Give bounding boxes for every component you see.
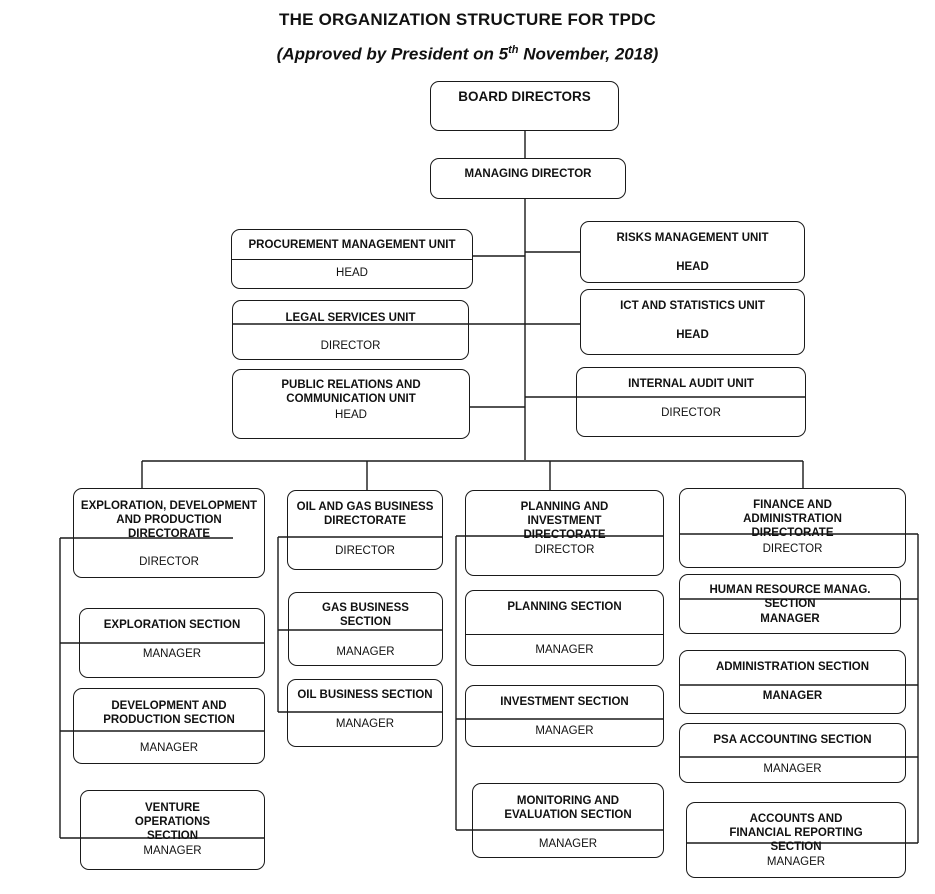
monitoring-evaluation-section-role: MANAGER bbox=[538, 838, 598, 850]
pi-directorate-box: PLANNING AND INVESTMENT DIRECTORATE DIRE… bbox=[465, 490, 664, 576]
oil-business-section-role: MANAGER bbox=[335, 718, 395, 730]
edp-directorate-role: DIRECTOR bbox=[139, 556, 199, 568]
risks-management-unit-role: HEAD bbox=[676, 261, 709, 273]
ict-statistics-unit-name: ICT AND STATISTICS UNIT bbox=[620, 300, 765, 312]
procurement-unit-box: PROCUREMENT MANAGEMENT UNIT HEAD bbox=[231, 229, 473, 289]
legal-services-unit-role: DIRECTOR bbox=[320, 340, 381, 352]
ogb-directorate-box: OIL AND GAS BUSINESS DIRECTORATE DIRECTO… bbox=[287, 490, 443, 570]
internal-audit-unit-name: INTERNAL AUDIT UNIT bbox=[628, 378, 754, 390]
venture-operations-section-box: VENTURE OPERATIONS SECTION MANAGER bbox=[80, 790, 265, 870]
internal-audit-unit-box: INTERNAL AUDIT UNIT DIRECTOR bbox=[576, 367, 806, 437]
oil-business-section-name: OIL BUSINESS SECTION bbox=[297, 689, 433, 701]
accounts-financial-reporting-section-role: MANAGER bbox=[766, 856, 826, 868]
gas-business-section-name: GAS BUSINESS SECTION bbox=[322, 602, 409, 628]
psa-accounting-section-name: PSA ACCOUNTING SECTION bbox=[713, 734, 872, 746]
pi-directorate-role: DIRECTOR bbox=[534, 544, 595, 556]
public-relations-unit-box: PUBLIC RELATIONS AND COMMUNICATION UNIT … bbox=[232, 369, 470, 439]
human-resource-section-name: HUMAN RESOURCE MANAG. SECTION bbox=[709, 584, 871, 610]
legal-services-unit-name: LEGAL SERVICES UNIT bbox=[285, 312, 416, 324]
development-production-section-role: MANAGER bbox=[139, 742, 199, 754]
gas-business-section-role: MANAGER bbox=[336, 646, 395, 658]
procurement-separator bbox=[232, 259, 472, 260]
planning-section-box: PLANNING SECTION MANAGER bbox=[465, 590, 664, 666]
administration-section-name: ADMINISTRATION SECTION bbox=[715, 661, 870, 673]
development-production-section-name: DEVELOPMENT AND PRODUCTION SECTION bbox=[103, 700, 235, 726]
accounts-financial-reporting-section-box: ACCOUNTS AND FINANCIAL REPORTING SECTION… bbox=[686, 802, 906, 878]
subtitle-text: (Approved by President on 5 bbox=[276, 44, 509, 64]
investment-section-box: INVESTMENT SECTION MANAGER bbox=[465, 685, 664, 747]
human-resource-section-role: MANAGER bbox=[760, 613, 820, 625]
monitoring-evaluation-section-name: MONITORING AND EVALUATION SECTION bbox=[504, 795, 632, 821]
ogb-directorate-role: DIRECTOR bbox=[335, 545, 395, 557]
pi-directorate-name: PLANNING AND INVESTMENT DIRECTORATE bbox=[520, 501, 609, 541]
legal-services-unit-box: LEGAL SERVICES UNIT DIRECTOR bbox=[232, 300, 469, 360]
managing-director-box: MANAGING DIRECTOR bbox=[430, 158, 626, 199]
exploration-section-box: EXPLORATION SECTION MANAGER bbox=[79, 608, 265, 678]
planning-section-role: MANAGER bbox=[535, 644, 594, 656]
human-resource-section-box: HUMAN RESOURCE MANAG. SECTION MANAGER bbox=[679, 574, 901, 634]
page-title: THE ORGANIZATION STRUCTURE FOR TPDC bbox=[279, 10, 656, 29]
board-directors-box: BOARD DIRECTORS bbox=[430, 81, 619, 131]
fa-directorate-role: DIRECTOR bbox=[762, 543, 823, 555]
procurement-unit-role: HEAD bbox=[336, 267, 368, 279]
risks-management-unit-name: RISKS MANAGEMENT UNIT bbox=[616, 232, 769, 244]
fa-directorate-box: FINANCE AND ADMINISTRATION DIRECTORATE D… bbox=[679, 488, 906, 568]
psa-accounting-section-box: PSA ACCOUNTING SECTION MANAGER bbox=[679, 723, 906, 783]
internal-audit-unit-role: DIRECTOR bbox=[661, 407, 721, 419]
public-relations-unit-name: PUBLIC RELATIONS AND COMMUNICATION UNIT bbox=[281, 379, 421, 405]
development-production-section-box: DEVELOPMENT AND PRODUCTION SECTION MANAG… bbox=[73, 688, 265, 764]
administration-section-box: ADMINISTRATION SECTION MANAGER bbox=[679, 650, 906, 714]
procurement-unit-name: PROCUREMENT MANAGEMENT UNIT bbox=[248, 239, 456, 251]
page-subtitle: (Approved by President on 5th November, … bbox=[0, 44, 935, 65]
administration-section-role: MANAGER bbox=[762, 690, 823, 702]
subtitle-superscript: th bbox=[508, 44, 519, 56]
fa-directorate-name: FINANCE AND ADMINISTRATION DIRECTORATE bbox=[743, 499, 842, 539]
venture-operations-section-name: VENTURE OPERATIONS SECTION bbox=[134, 802, 211, 842]
edp-directorate-name: EXPLORATION, DEVELOPMENT AND PRODUCTION … bbox=[80, 500, 258, 540]
accounts-financial-reporting-section-name: ACCOUNTS AND FINANCIAL REPORTING SECTION bbox=[729, 813, 863, 853]
planning-section-name: PLANNING SECTION bbox=[507, 601, 622, 613]
edp-directorate-box: EXPLORATION, DEVELOPMENT AND PRODUCTION … bbox=[73, 488, 265, 578]
ogb-directorate-name: OIL AND GAS BUSINESS DIRECTORATE bbox=[296, 501, 434, 527]
venture-operations-section-role: MANAGER bbox=[143, 845, 202, 857]
investment-section-name: INVESTMENT SECTION bbox=[500, 696, 629, 708]
oil-business-section-box: OIL BUSINESS SECTION MANAGER bbox=[287, 679, 443, 747]
planning-separator bbox=[466, 634, 663, 635]
public-relations-unit-role: HEAD bbox=[335, 409, 367, 421]
exploration-section-role: MANAGER bbox=[142, 648, 202, 660]
psa-accounting-section-role: MANAGER bbox=[763, 763, 822, 775]
monitoring-evaluation-section-box: MONITORING AND EVALUATION SECTION MANAGE… bbox=[472, 783, 664, 858]
exploration-section-name: EXPLORATION SECTION bbox=[103, 619, 241, 631]
board-directors-label: BOARD DIRECTORS bbox=[458, 89, 591, 104]
ict-statistics-unit-box: ICT AND STATISTICS UNIT HEAD bbox=[580, 289, 805, 355]
risks-management-unit-box: RISKS MANAGEMENT UNIT HEAD bbox=[580, 221, 805, 283]
managing-director-label: MANAGING DIRECTOR bbox=[464, 168, 592, 180]
investment-section-role: MANAGER bbox=[535, 725, 594, 737]
subtitle-text-end: November, 2018) bbox=[518, 44, 659, 64]
ict-statistics-unit-role: HEAD bbox=[676, 329, 709, 341]
gas-business-section-box: GAS BUSINESS SECTION MANAGER bbox=[288, 592, 443, 666]
